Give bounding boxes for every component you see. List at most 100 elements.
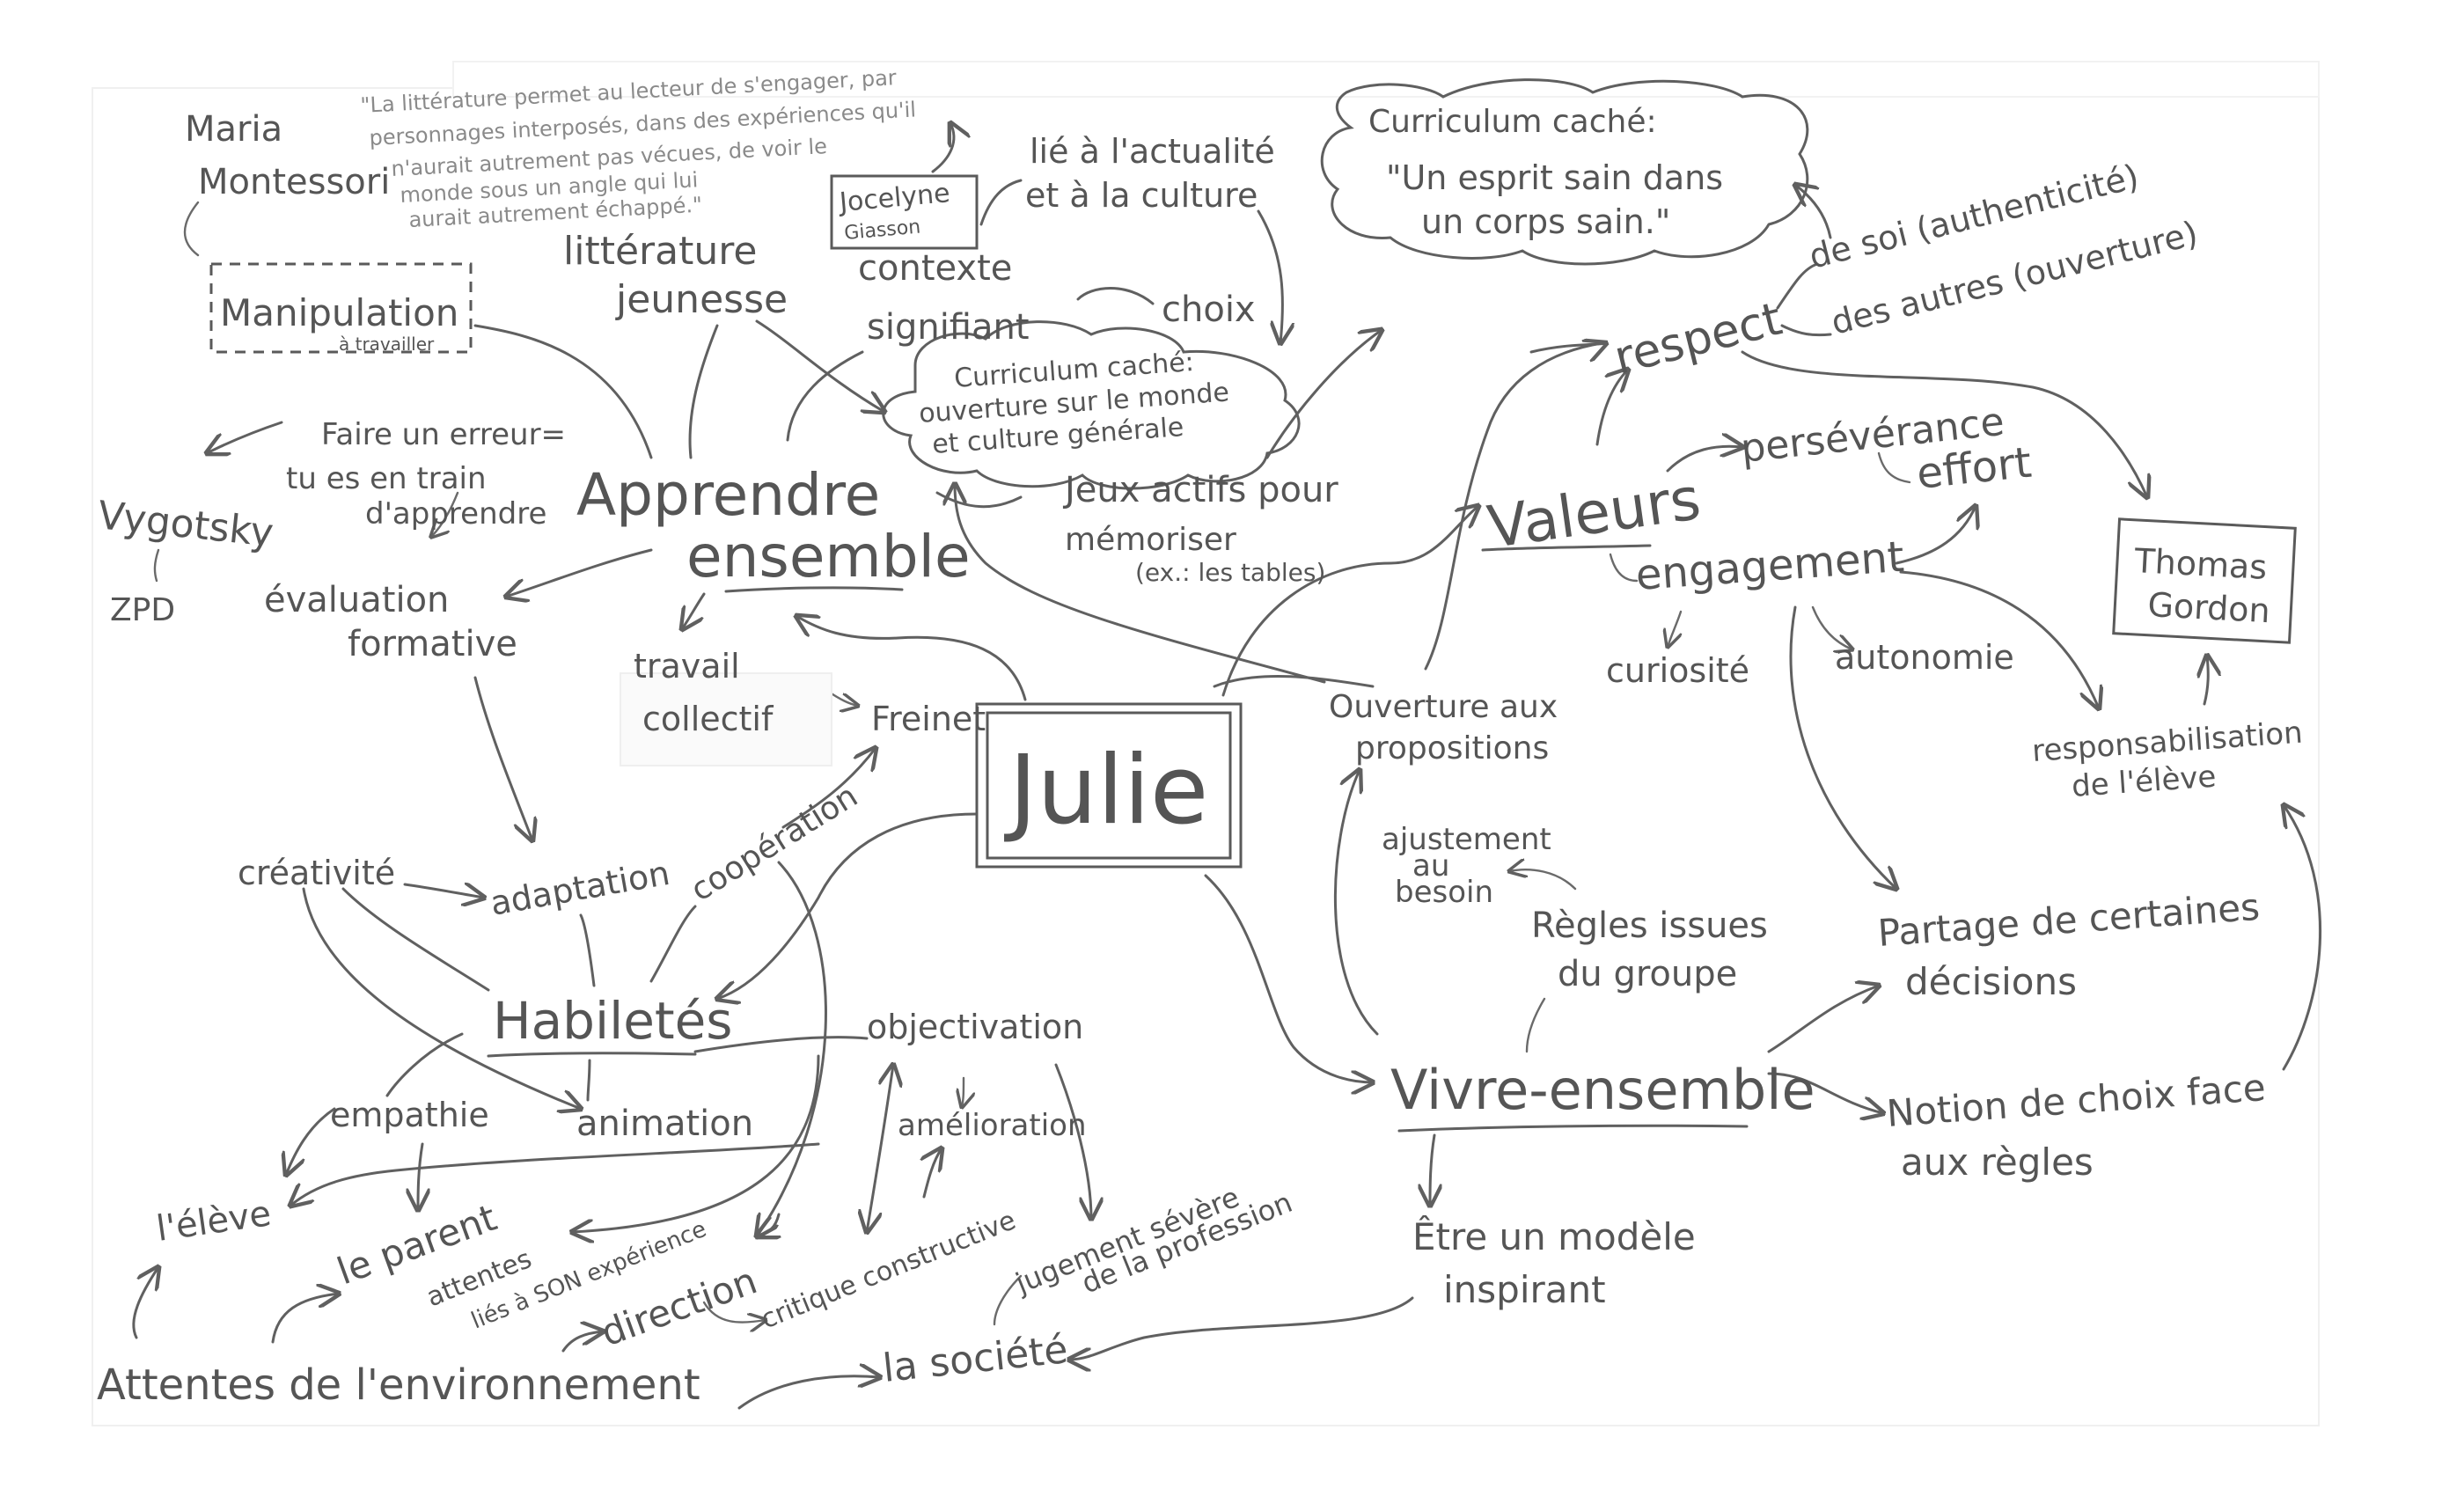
arrow-to-attentes (757, 1213, 779, 1236)
node-curiosite: curiosité (1606, 651, 1749, 690)
arrow-lie-choix (1257, 209, 1282, 343)
arrow-apprendre-faire (431, 491, 459, 537)
cloud-curriculum-2 (1320, 78, 1809, 266)
arrow-notion-responsab (2284, 805, 2322, 1071)
node-notion-2: aux règles (1901, 1140, 2094, 1184)
manipulation-box (209, 262, 473, 354)
node-habiletes: Habiletés (493, 991, 733, 1051)
node-apprendre-1: Apprendre (576, 461, 880, 529)
node-regles-1: Règles issues (1531, 906, 1768, 946)
arrow-julie-valeurs (1221, 506, 1478, 697)
node-etre-1: Être un modèle (1412, 1214, 1696, 1258)
jocelyne-box (830, 174, 979, 250)
node-travail-2: collectif (642, 700, 774, 738)
node-jeux-2: mémoriser (1065, 522, 1236, 558)
line-habiletes-animation (586, 1059, 591, 1102)
arrow-cooperation-freinet (781, 748, 876, 829)
line-creativite-habiletes (341, 887, 490, 992)
paper-sheet-top (452, 61, 2320, 98)
line-vygotsky-zpd (153, 548, 160, 583)
arrow-objectivation-critique (867, 1065, 893, 1232)
node-litterature-1: littérature (563, 229, 757, 274)
arrow-julie-vivre (1204, 874, 1373, 1082)
node-amelioration: amélioration (898, 1108, 1087, 1143)
line-perseverance-effort (1877, 451, 1911, 484)
node-ouverture-1: Ouverture aux (1329, 689, 1558, 725)
node-effort: effort (1914, 438, 2034, 499)
node-faire-1: Faire un erreur= (321, 417, 566, 452)
arrow-creativite-animation (302, 887, 581, 1109)
node-lie-2: et à la culture (1025, 176, 1258, 215)
node-evaluation-2: formative (348, 624, 517, 664)
arrow-valeurs-perseverance (1666, 446, 1742, 473)
line-respect-autres (1780, 324, 1832, 337)
arrow-to-respect (1529, 343, 1606, 352)
node-ajustement-2: au (1412, 848, 1449, 884)
node-jeux-1: Jeux actifs pour (1062, 470, 1338, 510)
node-contexte-2: signifiant (867, 307, 1030, 348)
arrow-ouverture-cc1 (955, 484, 1326, 684)
arrow-env-societe (737, 1376, 880, 1410)
line-habiletes-cooperation (649, 905, 697, 983)
node-ouverture-2: propositions (1355, 730, 1549, 766)
underline-apprendre (724, 586, 904, 593)
line-habiletes-adaptation (579, 913, 596, 987)
underline-vivre (1397, 1124, 1749, 1133)
line-contexte-apprendre (786, 350, 864, 442)
arrow-env-eleve (132, 1267, 158, 1339)
node-maria-2: Montessori (198, 162, 390, 202)
arrow-engagement-curiosite (1668, 610, 1681, 647)
node-partage-2: décisions (1905, 960, 2077, 1003)
line-jocelyne-lie (979, 179, 1023, 226)
node-autonomie: autonomie (1835, 638, 2014, 677)
travail-patch (620, 672, 832, 766)
arrow-modele-societe (1069, 1296, 1414, 1360)
line-manipulation (473, 324, 653, 459)
node-etre-2: inspirant (1443, 1268, 1606, 1311)
node-evaluation-1: évaluation (264, 580, 449, 620)
line-jugement-societe (993, 1274, 1023, 1326)
arrow-vivre-modele (1430, 1133, 1434, 1206)
arrow-quote (931, 123, 954, 173)
node-contexte-1: contexte (858, 248, 1012, 289)
underline-valeurs (1481, 544, 1652, 552)
underline-habiletes (487, 1052, 697, 1058)
node-maria-1: Maria (185, 109, 282, 150)
arrow-vivre-notion (1767, 1072, 1883, 1113)
line-valeurs-engagement (1609, 553, 1639, 583)
arrow-julie-habiletes (717, 812, 979, 999)
node-attentes-env: Attentes de l'environnement (97, 1360, 700, 1410)
line-habiletes-objectivation (693, 1036, 869, 1053)
node-regles-2: du groupe (1558, 954, 1737, 994)
arrow-to-parent (572, 1054, 820, 1232)
arrow-objectivation-amelioration (962, 1076, 964, 1107)
node-freinet: Freinet (871, 700, 986, 738)
cc2-line-2: "Un esprit sain dans (1386, 158, 1723, 197)
node-manipulation-1: Manipulation (220, 291, 458, 334)
connections (132, 123, 2322, 1410)
line-habiletes-empathie (385, 1032, 464, 1097)
node-thomas-2: Gordon (2147, 585, 2271, 630)
node-ajustement-3: besoin (1395, 875, 1493, 910)
line-choix (1076, 287, 1155, 305)
shapes (209, 78, 2297, 1133)
line-julie-ouverture (1213, 674, 1375, 688)
node-choix: choix (1162, 290, 1256, 330)
arrow-vivre-ouverture (1333, 770, 1379, 1036)
node-zpd: ZPD (110, 592, 175, 628)
node-creativite: créativité (238, 854, 395, 892)
arrow-julie-apprendre (796, 616, 1027, 701)
node-faire-3: d'apprendre (365, 496, 546, 532)
arrow-respect-cc2 (1795, 185, 1832, 239)
arrow-env-parent (271, 1294, 339, 1344)
julie-box-inner (986, 711, 1232, 860)
cc2-line-3: un corps sain." (1421, 202, 1670, 241)
thomas-box (2112, 517, 2297, 644)
paper-sheet-main (92, 87, 2320, 1426)
node-jeux-3: (ex.: les tables) (1135, 558, 1325, 587)
node-ajustement-1: ajustement (1382, 822, 1551, 857)
arrow-engagement-responsab (1899, 570, 2099, 708)
node-litterature-2: jeunesse (615, 277, 788, 322)
node-empathie: empathie (330, 1096, 489, 1134)
